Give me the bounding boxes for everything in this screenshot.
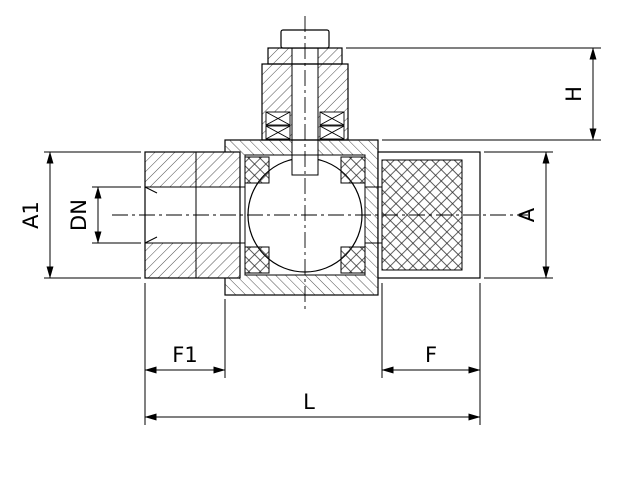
bore-chamfer-top xyxy=(144,186,158,194)
dimension-l: L xyxy=(144,390,481,421)
dimension-label-h: H xyxy=(562,86,586,102)
seat-rings xyxy=(244,156,366,274)
bore-chamfer-bottom xyxy=(144,236,158,244)
dimension-a1: A1 xyxy=(19,151,141,279)
dimension-a: A xyxy=(484,151,553,279)
packing-ring xyxy=(319,125,345,140)
dimension-f1: F1 xyxy=(144,343,226,374)
seat-bottom-right xyxy=(340,246,366,274)
dimension-dn: DN xyxy=(67,186,141,244)
dimension-f: F xyxy=(381,343,481,374)
bottom-extension-lines xyxy=(144,283,481,425)
body-hatching xyxy=(225,140,378,295)
seat-bottom-left xyxy=(244,246,270,274)
packing-ring xyxy=(319,111,345,126)
seat-top-right xyxy=(340,156,366,184)
dimension-label-f1: F1 xyxy=(172,343,197,367)
centerlines xyxy=(112,16,528,310)
packing-rings xyxy=(265,111,345,140)
dimension-label-l: L xyxy=(303,390,315,414)
dimension-label-dn: DN xyxy=(67,199,91,231)
dimension-label-a: A xyxy=(515,207,539,222)
outlet-bore-lines xyxy=(365,186,382,244)
packing-ring xyxy=(265,125,291,140)
dimension-label-f: F xyxy=(425,343,437,367)
packing-ring xyxy=(265,111,291,126)
dimension-h: H xyxy=(346,47,601,141)
dimension-label-a1: A1 xyxy=(19,201,43,229)
seat-top-left xyxy=(244,156,270,184)
